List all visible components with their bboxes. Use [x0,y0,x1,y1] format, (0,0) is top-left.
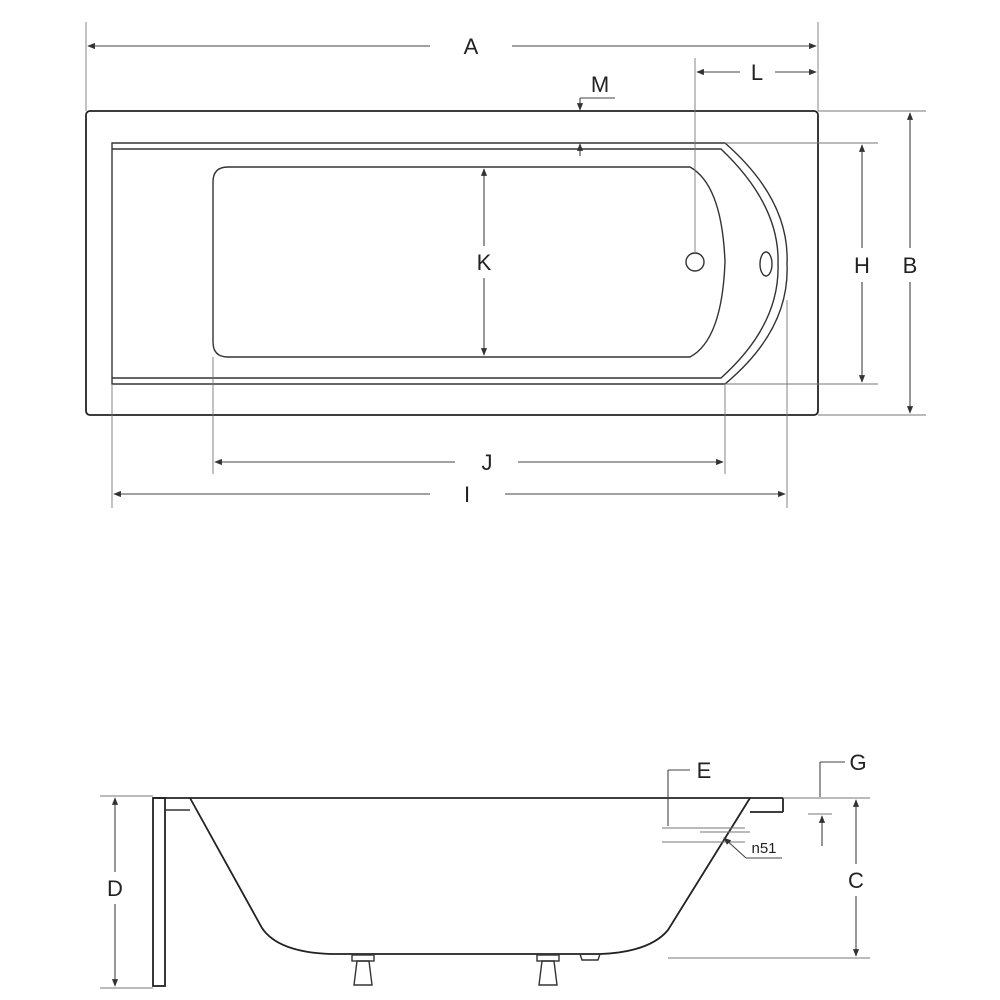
overflow-hole-icon [759,251,773,277]
tub-outer-rim [85,110,819,416]
dimension-label-i: I [464,482,470,507]
dimension-label-m: M [591,72,609,97]
support-foot-left [351,954,375,986]
tub-basin-floor [212,166,726,358]
dimension-label-e: E [697,758,712,783]
side-view: D C G E n51 [100,750,870,989]
dimension-label-h: H [854,253,870,278]
tub-body-profile [189,797,751,955]
dimension-label-l: L [751,60,763,85]
dimension-label-d: D [107,876,123,901]
drain-hole-icon [685,252,705,272]
dimension-label-c: C [848,868,864,893]
dimension-label-b: B [903,253,918,278]
dimension-label-a: A [464,34,479,59]
dimension-label-j: J [482,450,493,475]
tub-inner-rim [111,142,788,385]
support-foot-right [536,954,560,986]
top-view: A L M K H B J [85,22,926,508]
dimension-label-g: G [849,750,866,775]
dimension-label-k: K [477,250,492,275]
overflow-diameter-label: n51 [751,840,776,857]
tub-inner-rim-inset [112,148,779,379]
front-panel [152,797,166,987]
